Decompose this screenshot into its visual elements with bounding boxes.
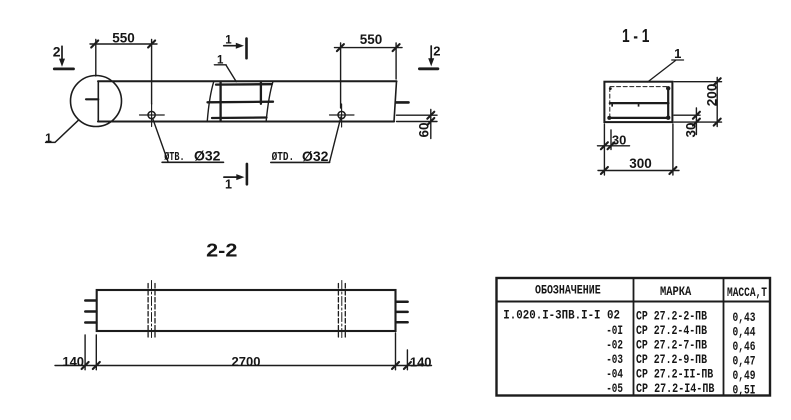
svg-text:-03: -03 — [606, 352, 623, 367]
svg-text:-04: -04 — [606, 367, 623, 382]
svg-text:2700: 2700 — [232, 354, 261, 369]
svg-text:30: 30 — [612, 132, 626, 147]
svg-text:2-2: 2-2 — [206, 241, 237, 261]
svg-text:0,47: 0,47 — [733, 354, 756, 369]
svg-text:СР 27.2-I4-ПВ: СР 27.2-I4-ПВ — [636, 381, 715, 396]
svg-text:0,5I: 0,5I — [733, 383, 756, 398]
svg-text:Ø32: Ø32 — [194, 148, 221, 164]
svg-text:I.020.I-3ПВ.I-I 02: I.020.I-3ПВ.I-I 02 — [503, 307, 620, 322]
svg-text:1: 1 — [45, 131, 52, 145]
svg-text:1: 1 — [225, 177, 232, 191]
svg-text:СР 27.2-7-ПВ: СР 27.2-7-ПВ — [636, 338, 707, 353]
svg-text:0,43: 0,43 — [733, 310, 756, 325]
svg-text:МАССА,Т: МАССА,Т — [727, 285, 767, 300]
svg-text:СР 27.2-4-ПВ: СР 27.2-4-ПВ — [636, 323, 707, 338]
svg-text:1: 1 — [217, 55, 224, 67]
svg-text:1 - 1: 1 - 1 — [622, 26, 650, 46]
svg-text:-0I: -0I — [606, 323, 623, 338]
svg-text:ØТВ.: ØТВ. — [164, 150, 184, 164]
svg-text:0,44: 0,44 — [733, 324, 756, 339]
svg-text:550: 550 — [360, 32, 383, 47]
svg-text:ØТD.: ØТD. — [272, 150, 295, 164]
svg-text:0,46: 0,46 — [733, 339, 756, 354]
svg-text:МАРКА: МАРКА — [660, 284, 691, 299]
svg-text:200: 200 — [705, 84, 720, 107]
svg-text:300: 300 — [629, 156, 652, 171]
svg-text:-02: -02 — [606, 338, 623, 353]
svg-text:2: 2 — [433, 44, 440, 59]
svg-text:140: 140 — [410, 355, 432, 370]
svg-text:Ø32: Ø32 — [302, 148, 329, 164]
svg-text:550: 550 — [112, 31, 135, 46]
svg-text:СР 27.2-II-ПВ: СР 27.2-II-ПВ — [636, 367, 713, 382]
svg-text:2: 2 — [53, 44, 61, 60]
svg-text:60: 60 — [417, 122, 432, 137]
svg-text:0,49: 0,49 — [733, 368, 756, 383]
svg-text:ОБОЗНАЧЕНИЕ: ОБОЗНАЧЕНИЕ — [535, 283, 601, 298]
svg-text:СР 27.2-2-ПВ: СР 27.2-2-ПВ — [636, 308, 707, 323]
svg-text:1: 1 — [674, 46, 681, 61]
svg-text:1: 1 — [225, 35, 232, 47]
svg-text:СР 27.2-9-ПВ: СР 27.2-9-ПВ — [636, 352, 707, 367]
svg-text:140: 140 — [62, 354, 84, 369]
svg-text:30: 30 — [684, 122, 699, 137]
svg-text:-05: -05 — [606, 381, 623, 396]
